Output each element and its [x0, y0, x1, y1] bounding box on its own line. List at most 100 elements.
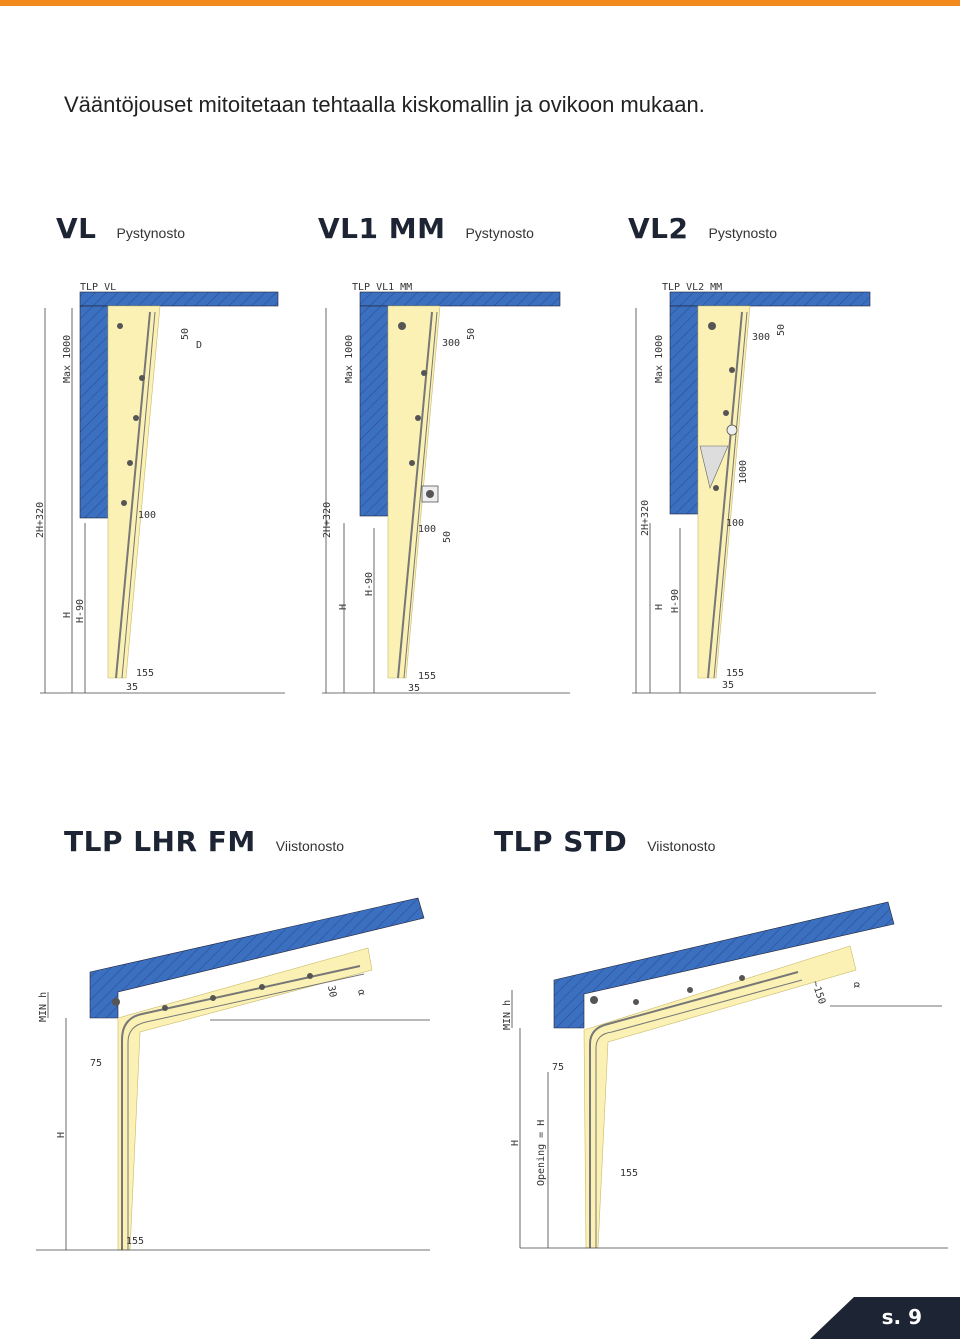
dim-50: 50	[776, 324, 787, 336]
roller	[739, 975, 745, 981]
dim-1000: 1000	[738, 460, 749, 484]
dim-100: 100	[726, 518, 744, 529]
page-tab-shape	[810, 1297, 960, 1339]
roller	[590, 996, 598, 1004]
ceiling	[359, 291, 561, 307]
dim-50: 50	[180, 328, 191, 340]
lintel-wall	[669, 305, 699, 515]
dim-155: 155	[418, 671, 436, 682]
spring-bracket	[699, 445, 729, 489]
roller	[415, 415, 421, 421]
roller	[729, 367, 735, 373]
section-subtitle: Viistonosto	[647, 838, 716, 854]
dim-75: 75	[552, 1062, 564, 1073]
track-area	[697, 305, 751, 679]
dim-35: 35	[722, 680, 734, 691]
track-outer	[127, 973, 365, 1250]
drawing-label: TLP VL2 MM	[662, 282, 722, 293]
section-header-lhr-fm: TLP LHR FM Viistonosto	[64, 825, 344, 858]
section-header-vl1mm: VL1 MM Pystynosto	[318, 212, 534, 245]
lintel-wall	[359, 305, 389, 517]
roller	[112, 998, 120, 1006]
roller	[259, 984, 265, 990]
section-subtitle: Pystynosto	[116, 225, 185, 241]
dim-minh: MIN h	[502, 1000, 513, 1030]
vl2-drawing: TLP VL2 MM Max 1000 2H+320 H H-90 300 50…	[632, 282, 876, 694]
dim-minh: MIN h	[38, 992, 49, 1022]
top-accent-bar	[0, 0, 960, 6]
roller	[139, 375, 145, 381]
dim-75: 75	[90, 1058, 102, 1069]
ceiling	[669, 291, 871, 307]
dim-155: 155	[620, 1168, 638, 1179]
track-area	[387, 305, 441, 679]
dim-total: 2H+320	[35, 502, 46, 538]
dim-h: H	[56, 1132, 67, 1138]
roller	[687, 987, 693, 993]
roller	[409, 460, 415, 466]
section-title: VL1 MM	[318, 212, 446, 245]
dim-h: H	[62, 612, 73, 618]
roller	[162, 1005, 168, 1011]
section-subtitle: Viistonosto	[275, 838, 345, 854]
dim-h: H	[338, 604, 349, 610]
dim-h90: H-90	[364, 572, 375, 596]
section-title: TLP LHR FM	[64, 825, 256, 858]
dim-h: H	[510, 1140, 521, 1146]
page-number: s. 9	[881, 1305, 922, 1329]
track	[707, 311, 743, 679]
section-title: VL2	[628, 212, 689, 245]
page-number-tab: s. 9	[810, 1297, 960, 1339]
track-outer	[595, 979, 803, 1248]
dim-d: D	[196, 340, 202, 351]
dim-300: 300	[442, 338, 460, 349]
roller	[708, 322, 716, 330]
spring-drum	[726, 424, 738, 436]
intro-text: Vääntöjouset mitoitetaan tehtaalla kisko…	[64, 92, 705, 117]
roller	[633, 999, 639, 1005]
ceiling	[79, 291, 279, 307]
dim-50: 50	[466, 328, 477, 340]
dim-max: Max 1000	[62, 335, 73, 383]
dim-h90: H-90	[75, 599, 86, 623]
roller	[121, 500, 127, 506]
track-outer	[121, 311, 156, 679]
section-header-vl: VL Pystynosto	[56, 212, 185, 245]
track	[115, 311, 151, 679]
sloped-ceiling	[553, 901, 895, 1029]
vl1mm-drawing: TLP VL1 MM Max 1000 2H+320 H H-90 50 300…	[322, 282, 570, 694]
dim-155: 155	[126, 1236, 144, 1247]
section-title: TLP STD	[494, 825, 628, 858]
section-title: VL	[56, 212, 97, 245]
dim-50b: 50	[442, 531, 453, 543]
dim-opening: Opening = H	[536, 1120, 547, 1186]
roller	[307, 973, 313, 979]
dim-alpha: α	[355, 989, 367, 997]
spring-shaft	[426, 490, 434, 498]
roller	[398, 322, 406, 330]
roller	[421, 370, 427, 376]
dim-30: 30	[325, 985, 338, 999]
dim-alpha: α	[851, 982, 862, 988]
track	[121, 965, 361, 1250]
section-subtitle: Pystynosto	[465, 225, 534, 241]
track-outer	[403, 311, 438, 679]
track	[589, 971, 799, 1248]
roller	[133, 415, 139, 421]
drawing-label: TLP VL	[80, 282, 116, 293]
dim-h90: H-90	[670, 589, 681, 613]
section-header-std: TLP STD Viistonosto	[494, 825, 715, 858]
section-header-vl2: VL2 Pystynosto	[628, 212, 777, 245]
dim-total: 2H+320	[322, 502, 333, 538]
track-outer	[713, 311, 748, 679]
dim-100: 100	[138, 510, 156, 521]
dim-100: 100	[418, 524, 436, 535]
vl-drawing: TLP VL Max 1000 2H+320 H H-90 50 D 100 1…	[35, 282, 285, 694]
roller	[713, 485, 719, 491]
dim-150: ~150	[809, 980, 827, 1006]
dim-300: 300	[752, 332, 770, 343]
dim-total: 2H+320	[640, 500, 651, 536]
section-subtitle: Pystynosto	[708, 225, 777, 241]
sloped-ceiling	[89, 897, 425, 1019]
dim-155: 155	[136, 668, 154, 679]
